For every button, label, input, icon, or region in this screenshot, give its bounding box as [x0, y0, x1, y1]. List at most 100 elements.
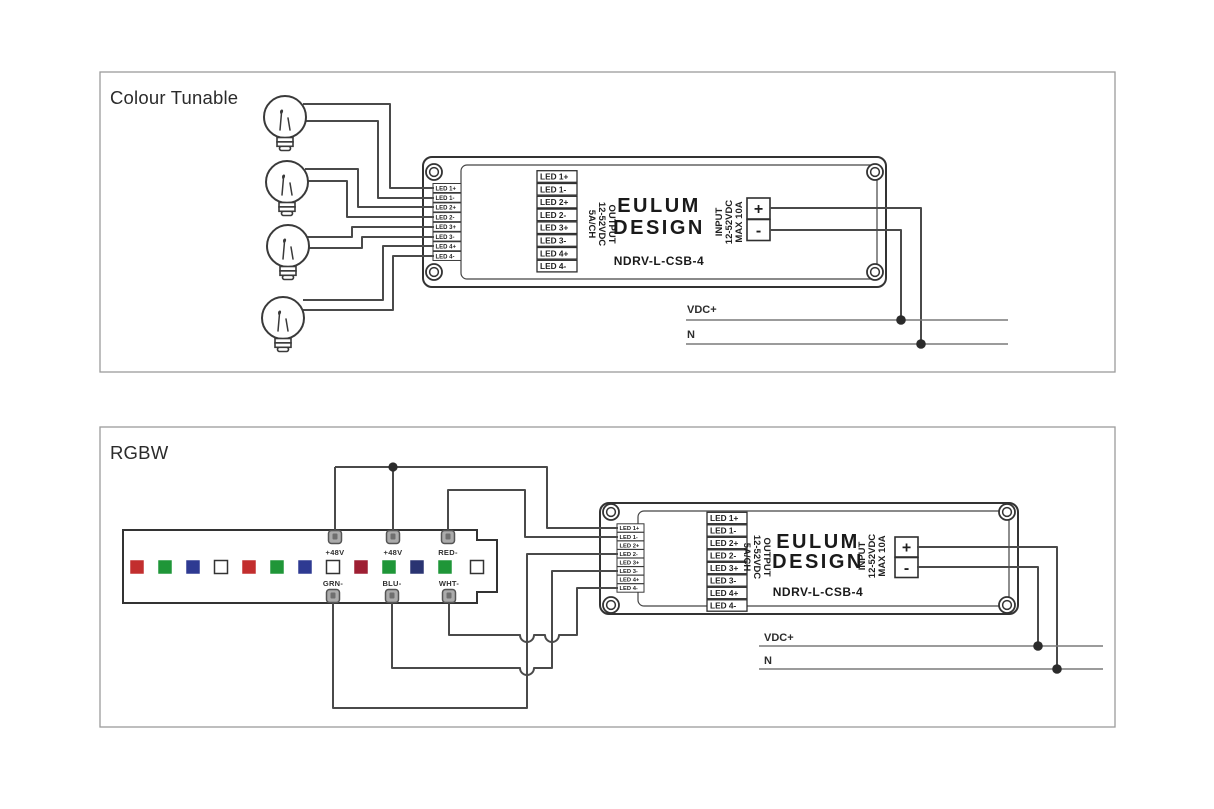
power-rails: VDC+ N — [388, 462, 1103, 674]
screw-mount — [602, 503, 620, 521]
input-rating-label: INPUT12-52VDCMAX 10A — [857, 534, 888, 578]
positive-terminal-label: + — [902, 540, 911, 557]
led-chip — [438, 560, 452, 574]
led-chip — [410, 560, 424, 574]
wire-bulb3-to-led3-plus — [307, 226, 434, 238]
outer-terminal-label: LED 3+ — [436, 225, 457, 231]
outer-terminal-label: LED 1- — [436, 196, 455, 202]
panel-title: Colour Tunable — [110, 87, 238, 108]
outer-terminal-label: LED 3+ — [620, 560, 640, 566]
inner-terminal-box — [536, 195, 578, 209]
wire-red-to-led1-minus — [447, 489, 618, 538]
inner-terminal-label: LED 3+ — [540, 223, 569, 233]
screw-mount — [602, 596, 620, 614]
pad-label-48v-1: +48V — [326, 548, 345, 557]
wire-bulb1-to-led1-minus — [305, 120, 434, 199]
inner-terminal-label: LED 2+ — [540, 197, 569, 207]
inner-terminal-box — [706, 599, 748, 612]
model-number: NDRV-L-CSB-4 — [614, 254, 704, 268]
led-chip — [354, 560, 368, 574]
positive-terminal-label: + — [754, 201, 763, 218]
solder-pad-hole — [389, 592, 395, 599]
wire-input-positive — [917, 546, 1058, 669]
inner-terminal-label: LED 1+ — [710, 513, 739, 523]
wire-bulb2-to-led2-plus — [305, 168, 434, 208]
wire-bulb4-to-led4-minus — [303, 255, 434, 311]
junction-dot — [1052, 664, 1062, 674]
vdc-rail-label: VDC+ — [764, 632, 794, 644]
driver-body — [599, 502, 1019, 615]
screw-mount — [866, 263, 884, 281]
screw-mount — [866, 163, 884, 181]
solder-pad — [441, 588, 457, 604]
junction-dot — [1033, 641, 1043, 651]
outer-terminal-label: LED 3- — [436, 235, 455, 241]
power-rails: VDC+ N — [686, 304, 1008, 349]
screw-hole — [428, 166, 440, 178]
outer-terminal-label: LED 4+ — [620, 578, 640, 584]
inner-terminal-box — [706, 574, 748, 587]
inner-terminal-label: LED 2+ — [710, 538, 739, 548]
wire-blu-to-led3-minus — [391, 570, 618, 676]
solder-pad-hole — [332, 533, 338, 540]
inner-terminal-label: LED 1+ — [540, 172, 569, 182]
neutral-rail-label: N — [687, 329, 695, 341]
screw-hole — [605, 506, 617, 518]
pad-labels: +48V +48V RED- GRN- BLU- WHT- — [323, 548, 459, 588]
solder-pad-hole — [390, 533, 396, 540]
wire-48v-to-led1-plus — [335, 466, 618, 529]
screw-mount — [998, 503, 1016, 521]
inner-terminal-box — [706, 561, 748, 575]
outer-terminal-label: LED 2+ — [436, 206, 457, 212]
input-rating-line: 12-52VDC — [724, 200, 735, 244]
solder-pad-hole — [445, 533, 451, 540]
outer-terminal-label: LED 1+ — [620, 526, 640, 532]
led-chip — [213, 559, 229, 575]
panel-rgbw: RGBW LED 1+ LED 1- LED 2+ LED 2- LED 3+ LED 3… — [99, 426, 1116, 728]
wire-wht-to-led4-minus — [448, 587, 618, 643]
input-rating-line: MAX 10A — [877, 535, 888, 576]
brand-logo-line1: EULUM — [617, 195, 701, 217]
wire-bulb4-to-led4-plus — [303, 245, 434, 301]
screw-hole — [869, 266, 881, 278]
vdc-rail-label: VDC+ — [687, 304, 717, 316]
solder-pad — [385, 529, 401, 545]
wire-input-positive — [770, 207, 922, 344]
output-rating-label: OUTPUT12-52VDC5A/CH — [586, 202, 617, 246]
inner-terminal-box — [706, 536, 748, 550]
brand-logo-line2: DESIGN — [613, 217, 705, 239]
input-rating-line: 12-52VDC — [867, 534, 878, 578]
outer-terminal-label: LED 2- — [620, 552, 638, 558]
brand-logo-line1: EULUM — [776, 531, 860, 553]
outer-terminal-label: LED 1- — [620, 535, 638, 541]
screw-hole — [1001, 506, 1013, 518]
led-chip — [270, 560, 284, 574]
output-rating-line: 12-52VDC — [596, 202, 607, 246]
led-chip — [186, 560, 200, 574]
solder-pad — [327, 529, 343, 545]
led-chip — [325, 559, 341, 575]
inner-terminal-label: LED 4+ — [540, 248, 569, 258]
solder-pad — [384, 588, 400, 604]
wire-bulb1-to-led1-plus — [303, 103, 434, 189]
solder-pad — [325, 588, 341, 604]
screw-hole — [1001, 599, 1013, 611]
solder-pad-hole — [446, 592, 452, 599]
output-rating-label: OUTPUT12-52VDC5A/CH — [741, 535, 772, 579]
led-driver: LED 1+LED 1-LED 2+LED 2-LED 3+LED 3-LED … — [599, 502, 1019, 615]
pad-label-blu: BLU- — [382, 579, 401, 588]
input-rating-line: INPUT — [714, 208, 725, 237]
outer-terminal-label: LED 4- — [436, 254, 455, 260]
inner-terminal-box — [706, 549, 748, 562]
inner-terminal-label: LED 3+ — [710, 563, 739, 573]
inner-terminal-label: LED 4+ — [710, 588, 739, 598]
panel-title: RGBW — [110, 442, 169, 463]
input-rating-line: MAX 10A — [734, 201, 745, 242]
screw-hole — [605, 599, 617, 611]
screw-hole — [428, 266, 440, 278]
led-chip — [130, 560, 144, 574]
inner-terminal-box — [536, 182, 578, 196]
junction-dot — [388, 462, 398, 472]
